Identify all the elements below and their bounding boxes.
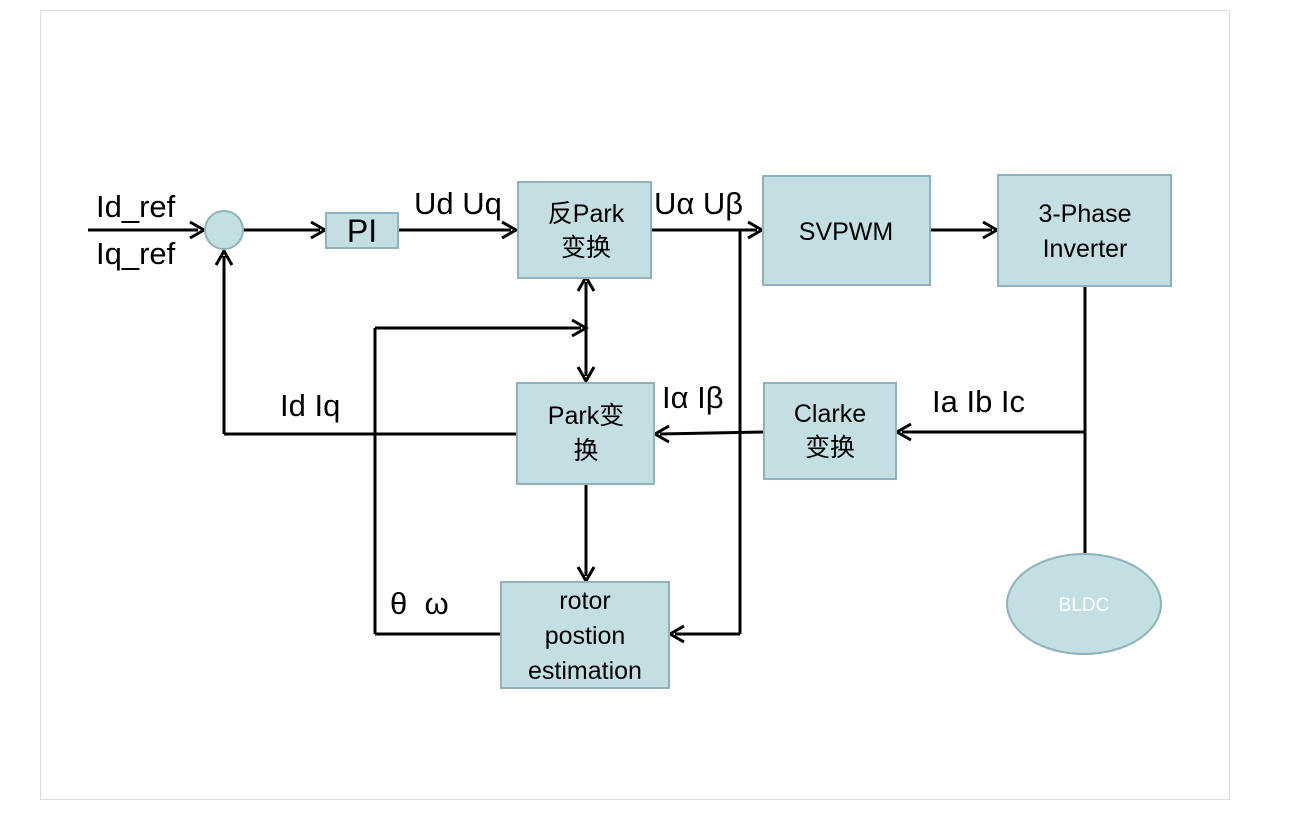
svpwm-block (762, 175, 931, 286)
inverter-label-1: 3-Phase (1038, 200, 1131, 228)
svpwm-label: SVPWM (799, 218, 893, 246)
park-down-arrowhead (576, 366, 596, 385)
rotor-label-3: estimation (528, 657, 642, 685)
bldc-motor (1006, 553, 1162, 655)
inverse-park-block (517, 181, 652, 279)
iq-ref-label: Iq_ref (96, 236, 176, 271)
park-label-2: 换 (573, 437, 598, 465)
ud-uq-label: Ud Uq (414, 186, 502, 221)
theta-omega-label: θ ω (390, 586, 449, 621)
clarke-block (763, 382, 897, 480)
pi-to-invpark-arrowhead (501, 220, 520, 240)
theta-arrowhead (571, 318, 590, 338)
ialpha-ibeta-label: Iα Iβ (662, 380, 724, 415)
park-label-1: Park变 (548, 402, 624, 430)
rotor-estimation-block (500, 581, 670, 689)
clarke-label-1: Clarke (794, 400, 866, 428)
clarke-label-2: 变换 (805, 434, 855, 462)
rotor-label-1: rotor (559, 587, 610, 615)
feedback-arrowhead (214, 247, 234, 266)
rotor-label-2: postion (545, 622, 626, 650)
inverter-block (997, 174, 1172, 287)
inverse-park-label-2: 变换 (561, 234, 611, 262)
id-ref-label: Id_ref (96, 189, 176, 224)
id-iq-label: Id Iq (280, 388, 340, 423)
inverse-park-label-1: 反Park (548, 200, 625, 228)
ualpha-ubeta-label: Uα Uβ (654, 186, 743, 221)
ia-ib-ic-label: Ia Ib Ic (932, 384, 1025, 419)
summing-junction (204, 210, 244, 250)
bldc-label: BLDC (1059, 595, 1110, 616)
clarke-to-park-line (659, 430, 765, 436)
pi-block (325, 212, 399, 249)
park-block (516, 382, 655, 485)
pi-label: PI (347, 213, 377, 249)
inverter-label-2: Inverter (1043, 235, 1128, 263)
